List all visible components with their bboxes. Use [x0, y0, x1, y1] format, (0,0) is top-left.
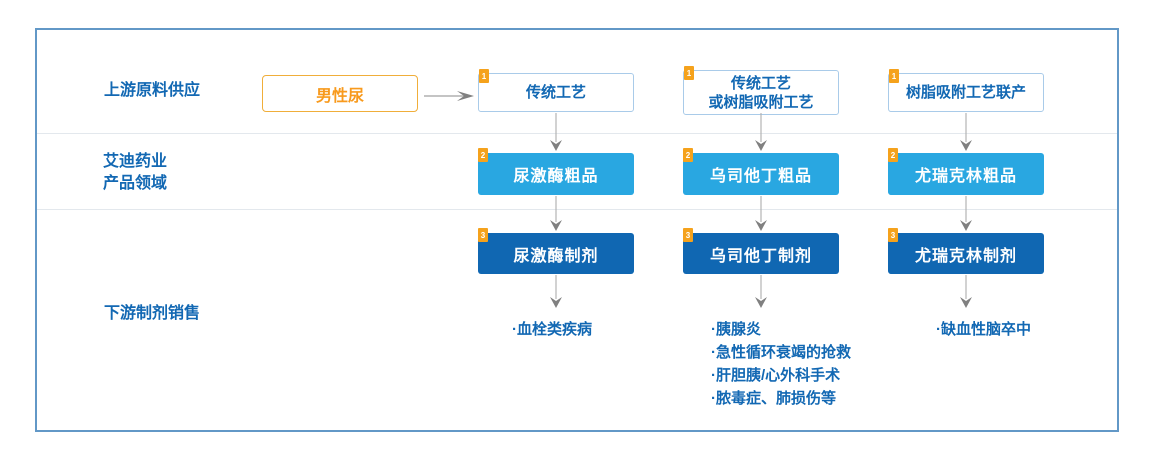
indication-list: ·血栓类疾病 — [512, 318, 592, 341]
diagram-frame — [35, 28, 1119, 432]
down-arrow-icon — [960, 196, 972, 231]
step-badge: 1 — [889, 69, 899, 83]
formulation-box: 3 尿激酶制剂 — [478, 228, 634, 274]
row-divider-2 — [37, 209, 1117, 210]
indication-item: ·肝胆胰/心外科手术 — [711, 367, 841, 384]
row-label-downstream: 下游制剂销售 — [104, 305, 201, 322]
row-label-company-line1: 艾迪药业 — [103, 153, 168, 170]
row-label-company: 艾迪药业 产品领域 — [103, 151, 167, 195]
indication-item: ·急性循环衰竭的抢救 — [711, 344, 851, 361]
process-label: 树脂吸附工艺联产 — [905, 84, 1026, 101]
crude-product-label: 尿激酶粗品 — [513, 168, 599, 185]
process-label: 传统工艺 — [525, 84, 586, 101]
step-badge: 3 — [683, 228, 693, 242]
crude-product-box: 2 尤瑞克林粗品 — [888, 148, 1044, 195]
down-arrow-icon — [755, 113, 767, 151]
down-arrow-icon — [960, 113, 972, 151]
formulation-label: 尿激酶制剂 — [513, 247, 599, 265]
step-badge: 2 — [478, 148, 488, 162]
indication-item: ·胰腺炎 — [711, 321, 761, 338]
down-arrow-icon — [755, 196, 767, 231]
formulation-label: 乌司他丁制剂 — [709, 247, 812, 265]
step-badge: 3 — [478, 228, 488, 242]
down-arrow-icon — [960, 275, 972, 308]
indication-list: ·胰腺炎 ·急性循环衰竭的抢救 ·肝胆胰/心外科手术 ·脓毒症、肺损伤等 — [711, 318, 851, 410]
crude-product-label: 尤瑞克林粗品 — [914, 168, 1017, 185]
indication-list: ·缺血性脑卒中 — [936, 318, 1031, 341]
right-arrow-icon — [424, 91, 474, 101]
row-divider-1 — [37, 133, 1117, 134]
source-box: 男性尿 — [262, 75, 418, 112]
down-arrow-icon — [550, 113, 562, 151]
formulation-label: 尤瑞克林制剂 — [914, 247, 1017, 265]
step-badge: 1 — [479, 69, 489, 83]
crude-product-box: 2 乌司他丁粗品 — [683, 148, 839, 195]
down-arrow-icon — [550, 196, 562, 231]
row-label-upstream: 上游原料供应 — [104, 82, 201, 99]
indication-item: ·缺血性脑卒中 — [936, 321, 1031, 338]
step-badge: 1 — [684, 66, 694, 80]
formulation-box: 3 尤瑞克林制剂 — [888, 228, 1044, 274]
indication-item: ·脓毒症、肺损伤等 — [711, 390, 836, 407]
process-label-line2: 或树脂吸附工艺 — [708, 93, 814, 111]
step-badge: 3 — [888, 228, 898, 242]
down-arrow-icon — [550, 275, 562, 308]
indication-item: ·血栓类疾病 — [512, 321, 592, 338]
row-label-company-line2: 产品领域 — [103, 175, 168, 192]
step-badge: 2 — [683, 148, 693, 162]
process-label: 传统工艺 — [730, 74, 791, 92]
crude-product-label: 乌司他丁粗品 — [709, 168, 812, 185]
process-box: 1 传统工艺 — [478, 69, 634, 112]
down-arrow-icon — [755, 275, 767, 308]
formulation-box: 3 乌司他丁制剂 — [683, 228, 839, 274]
crude-product-box: 2 尿激酶粗品 — [478, 148, 634, 195]
step-badge: 2 — [888, 148, 898, 162]
process-box: 1 树脂吸附工艺联产 — [888, 69, 1044, 112]
process-box: 1 传统工艺 或树脂吸附工艺 — [683, 66, 839, 115]
